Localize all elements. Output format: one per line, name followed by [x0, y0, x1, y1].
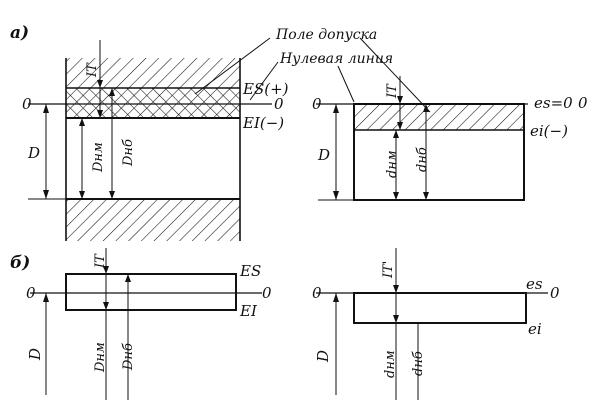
label-IT-b-left: IT	[93, 253, 108, 269]
zero-label-a-right-end: 0	[578, 94, 588, 112]
zero-label-a-right: 0	[312, 95, 322, 113]
label-IT-a-left: IT	[85, 62, 100, 78]
label-D-b-right: D	[314, 350, 332, 363]
panel-label-a: а)	[10, 23, 29, 43]
label-ES-plus: ES(+)	[242, 80, 289, 98]
panel-label-b: б)	[10, 253, 30, 273]
label-dmin-a: dнм	[385, 150, 400, 178]
label-Dmax-b: Dнб	[121, 343, 136, 371]
leader-zero-shaft	[337, 65, 355, 103]
label-Dmin-a: Dнм	[91, 142, 106, 173]
hole-material-top	[66, 58, 240, 88]
callout-zero-line: Нулевая линия	[279, 51, 393, 67]
hole-material-bottom	[66, 199, 240, 241]
label-EI-minus: EI(−)	[242, 114, 284, 132]
label-ei-minus: ei(−)	[530, 122, 568, 140]
label-IT-a-right: IT	[385, 83, 400, 99]
leader-tolerance-shaft	[359, 37, 431, 113]
label-Dmax-a: Dнб	[121, 139, 136, 167]
shaft-tolerance-field	[354, 104, 524, 130]
zero-label-b-right-end: 0	[550, 284, 560, 302]
hole-tolerance-field-b	[65, 273, 237, 311]
hole-part-a	[65, 58, 241, 241]
label-Dmin-b: Dнм	[93, 342, 108, 373]
label-dmin-b: dнм	[383, 350, 398, 378]
shaft-tolerance-field-b	[353, 292, 527, 324]
label-es: es	[526, 275, 543, 293]
leader-zero-hole	[249, 61, 279, 101]
zero-label-b-left-end: 0	[262, 284, 272, 302]
label-IT-b-right: IT'	[381, 261, 396, 279]
label-dmax-a: dнб	[415, 147, 430, 172]
zero-label-b-right: 0	[312, 284, 322, 302]
label-D-a-left: D	[27, 144, 40, 162]
label-D-b-left: D	[26, 348, 44, 361]
label-EI: EI	[239, 302, 258, 320]
shaft-part-a	[353, 103, 525, 201]
label-es-zero: es=0	[534, 94, 573, 112]
label-ES: ES	[239, 262, 261, 280]
label-dmax-b: dнб	[411, 351, 426, 376]
label-ei: ei	[528, 320, 542, 338]
callout-tolerance-field: Поле допуска	[275, 27, 377, 43]
zero-label-b-left: 0	[26, 284, 36, 302]
label-D-a-right: D	[317, 146, 330, 164]
zero-label-a-left: 0	[22, 95, 32, 113]
leader-tolerance-hole	[194, 37, 271, 95]
zero-label-a-left-right: 0	[274, 95, 284, 113]
